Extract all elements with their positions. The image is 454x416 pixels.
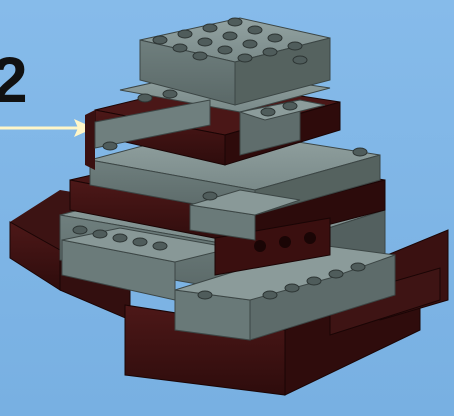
- arrow-right-icon: [0, 119, 94, 137]
